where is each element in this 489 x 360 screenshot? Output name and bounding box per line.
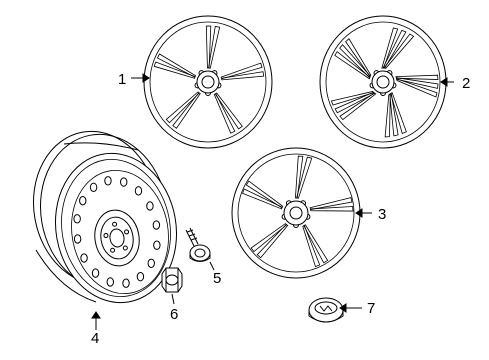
vent-hole (122, 278, 130, 288)
spoke (384, 93, 391, 138)
callout-leaders (91, 73, 454, 330)
vent-hole (79, 196, 87, 206)
vent-hole (80, 253, 88, 263)
hyundai-logo-icon (314, 301, 338, 315)
spoke (156, 53, 197, 78)
lug-bolt-5 (185, 227, 211, 262)
spoke (256, 223, 289, 259)
callout-5: 5 (213, 270, 221, 287)
vent-hole (91, 268, 100, 278)
alloy-wheel-1 (143, 15, 273, 149)
spoke (339, 92, 377, 121)
spoke (220, 62, 263, 80)
vent-hole (147, 258, 155, 268)
vent-hole (134, 186, 143, 196)
spoke (396, 78, 438, 98)
spoke (208, 26, 221, 69)
alloy-wheel-2 (319, 15, 447, 149)
lug-hole (124, 229, 130, 235)
spoke (245, 180, 284, 209)
callout-2: 2 (462, 75, 470, 92)
hyundai-h-icon (319, 305, 333, 312)
spoke (242, 188, 283, 210)
vent-hole (106, 277, 114, 287)
spoke (303, 224, 329, 264)
spoke (214, 92, 243, 130)
spoke (153, 61, 196, 79)
spoke (213, 93, 236, 134)
callout-7: 7 (367, 300, 375, 317)
callout-3: 3 (378, 206, 386, 223)
spoke (381, 27, 399, 69)
spoke (302, 224, 321, 268)
spoke (383, 33, 415, 69)
callout-6: 6 (170, 306, 178, 323)
vent-hole (89, 182, 98, 193)
vent-hole (73, 214, 81, 224)
vent-hole (146, 201, 154, 211)
lug-hole (112, 221, 118, 227)
steel-wheel-4 (32, 130, 178, 304)
spoke (220, 71, 265, 81)
alloy-wheel-3 (231, 147, 361, 279)
spoke (330, 91, 375, 106)
spoke (339, 44, 371, 79)
callout-4: 4 (91, 330, 99, 347)
vent-hole (73, 234, 82, 244)
spoke (250, 223, 288, 253)
center-cap-7 (308, 297, 344, 323)
vent-hole (104, 176, 112, 186)
vent-hole (152, 220, 161, 230)
spoke (345, 38, 372, 78)
callout-1: 1 (118, 71, 126, 88)
lug-hole (103, 233, 109, 239)
spoke (205, 25, 212, 69)
spoke (165, 91, 200, 124)
lug-nut-6 (161, 267, 183, 293)
spoke (296, 156, 313, 199)
lug-hole (110, 247, 116, 253)
vent-hole (120, 177, 128, 187)
vent-hole (153, 240, 161, 250)
vent-hole (136, 271, 145, 282)
lug-hole (122, 245, 128, 251)
spoke (309, 206, 354, 212)
